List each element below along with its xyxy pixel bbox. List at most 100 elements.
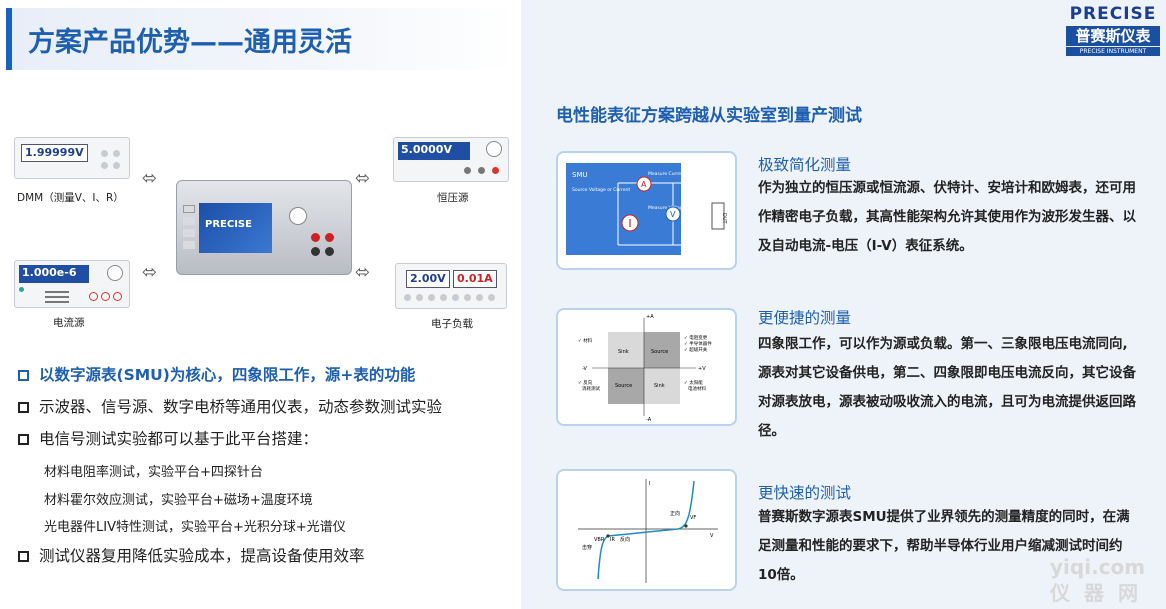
load-button: [404, 294, 411, 301]
cv-jack: [478, 167, 485, 174]
load-button: [416, 294, 423, 301]
cv-jack: [492, 167, 499, 174]
dut-label: DUT: [721, 213, 727, 225]
smu-label: SMU: [572, 171, 588, 179]
ammeter-label: A: [641, 180, 647, 189]
cv-display: 5.0000V: [398, 142, 470, 160]
cs-knob-icon: [107, 265, 123, 281]
tl-label: ✓ 材料: [578, 337, 593, 344]
load-button: [440, 294, 447, 301]
load-caption: 电子负载: [431, 318, 473, 330]
measure-current-label: Measure Current: [648, 171, 686, 177]
dmm-jack: [113, 150, 120, 157]
cs-caption: 电流源: [53, 317, 85, 329]
bl-label: 消耗测试: [582, 385, 600, 392]
logo-en: PRECISE: [1069, 4, 1157, 24]
sub-item: 材料电阻率测试，实验平台+四探针台: [44, 465, 263, 480]
feature-title: 极致简化测量: [758, 156, 852, 174]
feature-text: 普赛斯数字源表SMU提供了业界领先的测量精度的同时，在满足测量和性能的要求下，帮…: [758, 509, 1130, 583]
cs-jack: [101, 292, 110, 301]
dmm-jack: [101, 150, 108, 157]
iv-curve-diagram: I V 正向 VF VBR IR 反向 击穿: [578, 479, 718, 583]
tr-label: ✓ 电阻变更: [684, 334, 708, 341]
sub-item: 材料霍尔效应测试，实验平台+磁场+温度环境: [44, 493, 313, 508]
v-axis-label: V: [710, 533, 714, 539]
bullet-text: 电信号测试实验都可以基于此平台搭建：: [39, 430, 319, 448]
vbr-label: VBR: [594, 537, 605, 543]
quadrant-sink: [644, 368, 680, 404]
quadrant-sink: [608, 332, 644, 368]
smu-side-keys-icon: [183, 205, 195, 213]
page-title: 方案产品优势——通用灵活: [28, 27, 352, 58]
voltmeter-label: V: [670, 210, 676, 219]
quadrant-card: +A -A +V -V Sink Source Source Sink ✓ 材料…: [556, 308, 737, 426]
smu-screen: PRECISE: [199, 203, 272, 253]
right-heading: 电性能表征方案跨越从实验室到量产测试: [556, 106, 862, 126]
bullet-square-icon: [18, 551, 29, 562]
cs-led-icon: [19, 287, 24, 292]
smu-terminal-icon: [325, 247, 334, 256]
smu-knob-icon: [289, 207, 307, 225]
smu-circuit-diagram: SMU Source Voltage or Current Measure Cu…: [566, 163, 727, 255]
load-button: [464, 294, 471, 301]
dmm-device: 1.99999V: [14, 137, 130, 179]
cs-display: 1.000e-6: [19, 265, 89, 283]
source-label: Source Voltage or Current: [572, 187, 630, 193]
cs-jack: [89, 292, 98, 301]
i-axis-label: I: [649, 481, 650, 487]
watermark: 仪器网: [1050, 581, 1152, 605]
quadrant-source: [644, 332, 680, 368]
smu-screen-brand: PRECISE: [205, 219, 252, 230]
vf-point: [684, 524, 688, 528]
load-button: [488, 294, 495, 301]
bullet-square-icon: [18, 434, 29, 445]
watermark: yiqi.com: [1050, 555, 1146, 579]
q3-label: Source: [615, 383, 632, 389]
smu-instrument: PRECISE: [176, 180, 352, 275]
bullet-item: 以数字源表(SMU)为核心，四象限工作，源+表的功能: [18, 363, 415, 385]
vbr-point: [606, 534, 610, 538]
logo-cn: 普赛斯仪表: [1066, 26, 1160, 46]
load-device: 2.00V 0.01A: [395, 263, 507, 309]
bullet-text: 示波器、信号源、数字电桥等通用仪表，动态参数测试实验: [39, 398, 443, 416]
reverse-label: 反向: [620, 536, 630, 543]
tr-label: ✓ 半导体器件: [684, 340, 712, 347]
dmm-jack: [113, 162, 120, 169]
minus-a-label: -A: [646, 417, 652, 423]
plus-a-label: +A: [646, 314, 654, 320]
br-label: ✓ 太阳能: [684, 379, 703, 386]
double-arrow-icon: ⬄: [142, 262, 158, 283]
breakdown-label: 击穿: [582, 544, 592, 551]
cs-device: 1.000e-6: [14, 260, 130, 308]
ir-label: IR: [610, 537, 615, 543]
smu-circuit-card: SMU Source Voltage or Current Measure Cu…: [556, 151, 737, 270]
cs-keys-icon: [45, 291, 69, 293]
cs-jack: [113, 292, 122, 301]
plus-v-label: +V: [698, 366, 706, 372]
quadrant-source: [608, 368, 644, 404]
voltmeter-icon: [665, 206, 681, 222]
bullet-text: 以数字源表(SMU)为核心，四象限工作，源+表的功能: [39, 366, 416, 384]
load-current-display: 0.01A: [453, 270, 497, 288]
title-accent: [6, 8, 12, 70]
bullet-text: 测试仪器复用降低实验成本，提高设备使用效率: [39, 547, 365, 565]
ammeter-icon: [636, 176, 652, 192]
dmm-caption: DMM（测量V、I、R）: [17, 192, 124, 204]
q4-label: Sink: [654, 383, 665, 389]
sub-item: 光电器件LIV特性测试，实验平台+光积分球+光谱仪: [44, 520, 346, 535]
quadrant-diagram: +A -A +V -V Sink Source Source Sink ✓ 材料…: [578, 314, 712, 423]
bullet-item: 示波器、信号源、数字电桥等通用仪表，动态参数测试实验: [18, 395, 442, 417]
bullet-item: 测试仪器复用降低实验成本，提高设备使用效率: [18, 544, 365, 566]
cv-knob-icon: [486, 141, 502, 157]
smu-terminal-icon: [325, 233, 334, 242]
smu-box: [566, 163, 681, 255]
load-voltage-display: 2.00V: [406, 270, 450, 288]
bullet-square-icon: [18, 402, 29, 413]
logo-sub: PRECISE INSTRUMENT: [1066, 47, 1160, 56]
feature-title: 更快速的测试: [758, 484, 852, 502]
dmm-display: 1.99999V: [21, 144, 88, 162]
iv-curve-card: I V 正向 VF VBR IR 反向 击穿: [556, 469, 737, 591]
title-bar: 方案产品优势——通用灵活: [6, 8, 516, 70]
iv-curve: [597, 480, 695, 580]
dmm-jack: [101, 162, 108, 169]
